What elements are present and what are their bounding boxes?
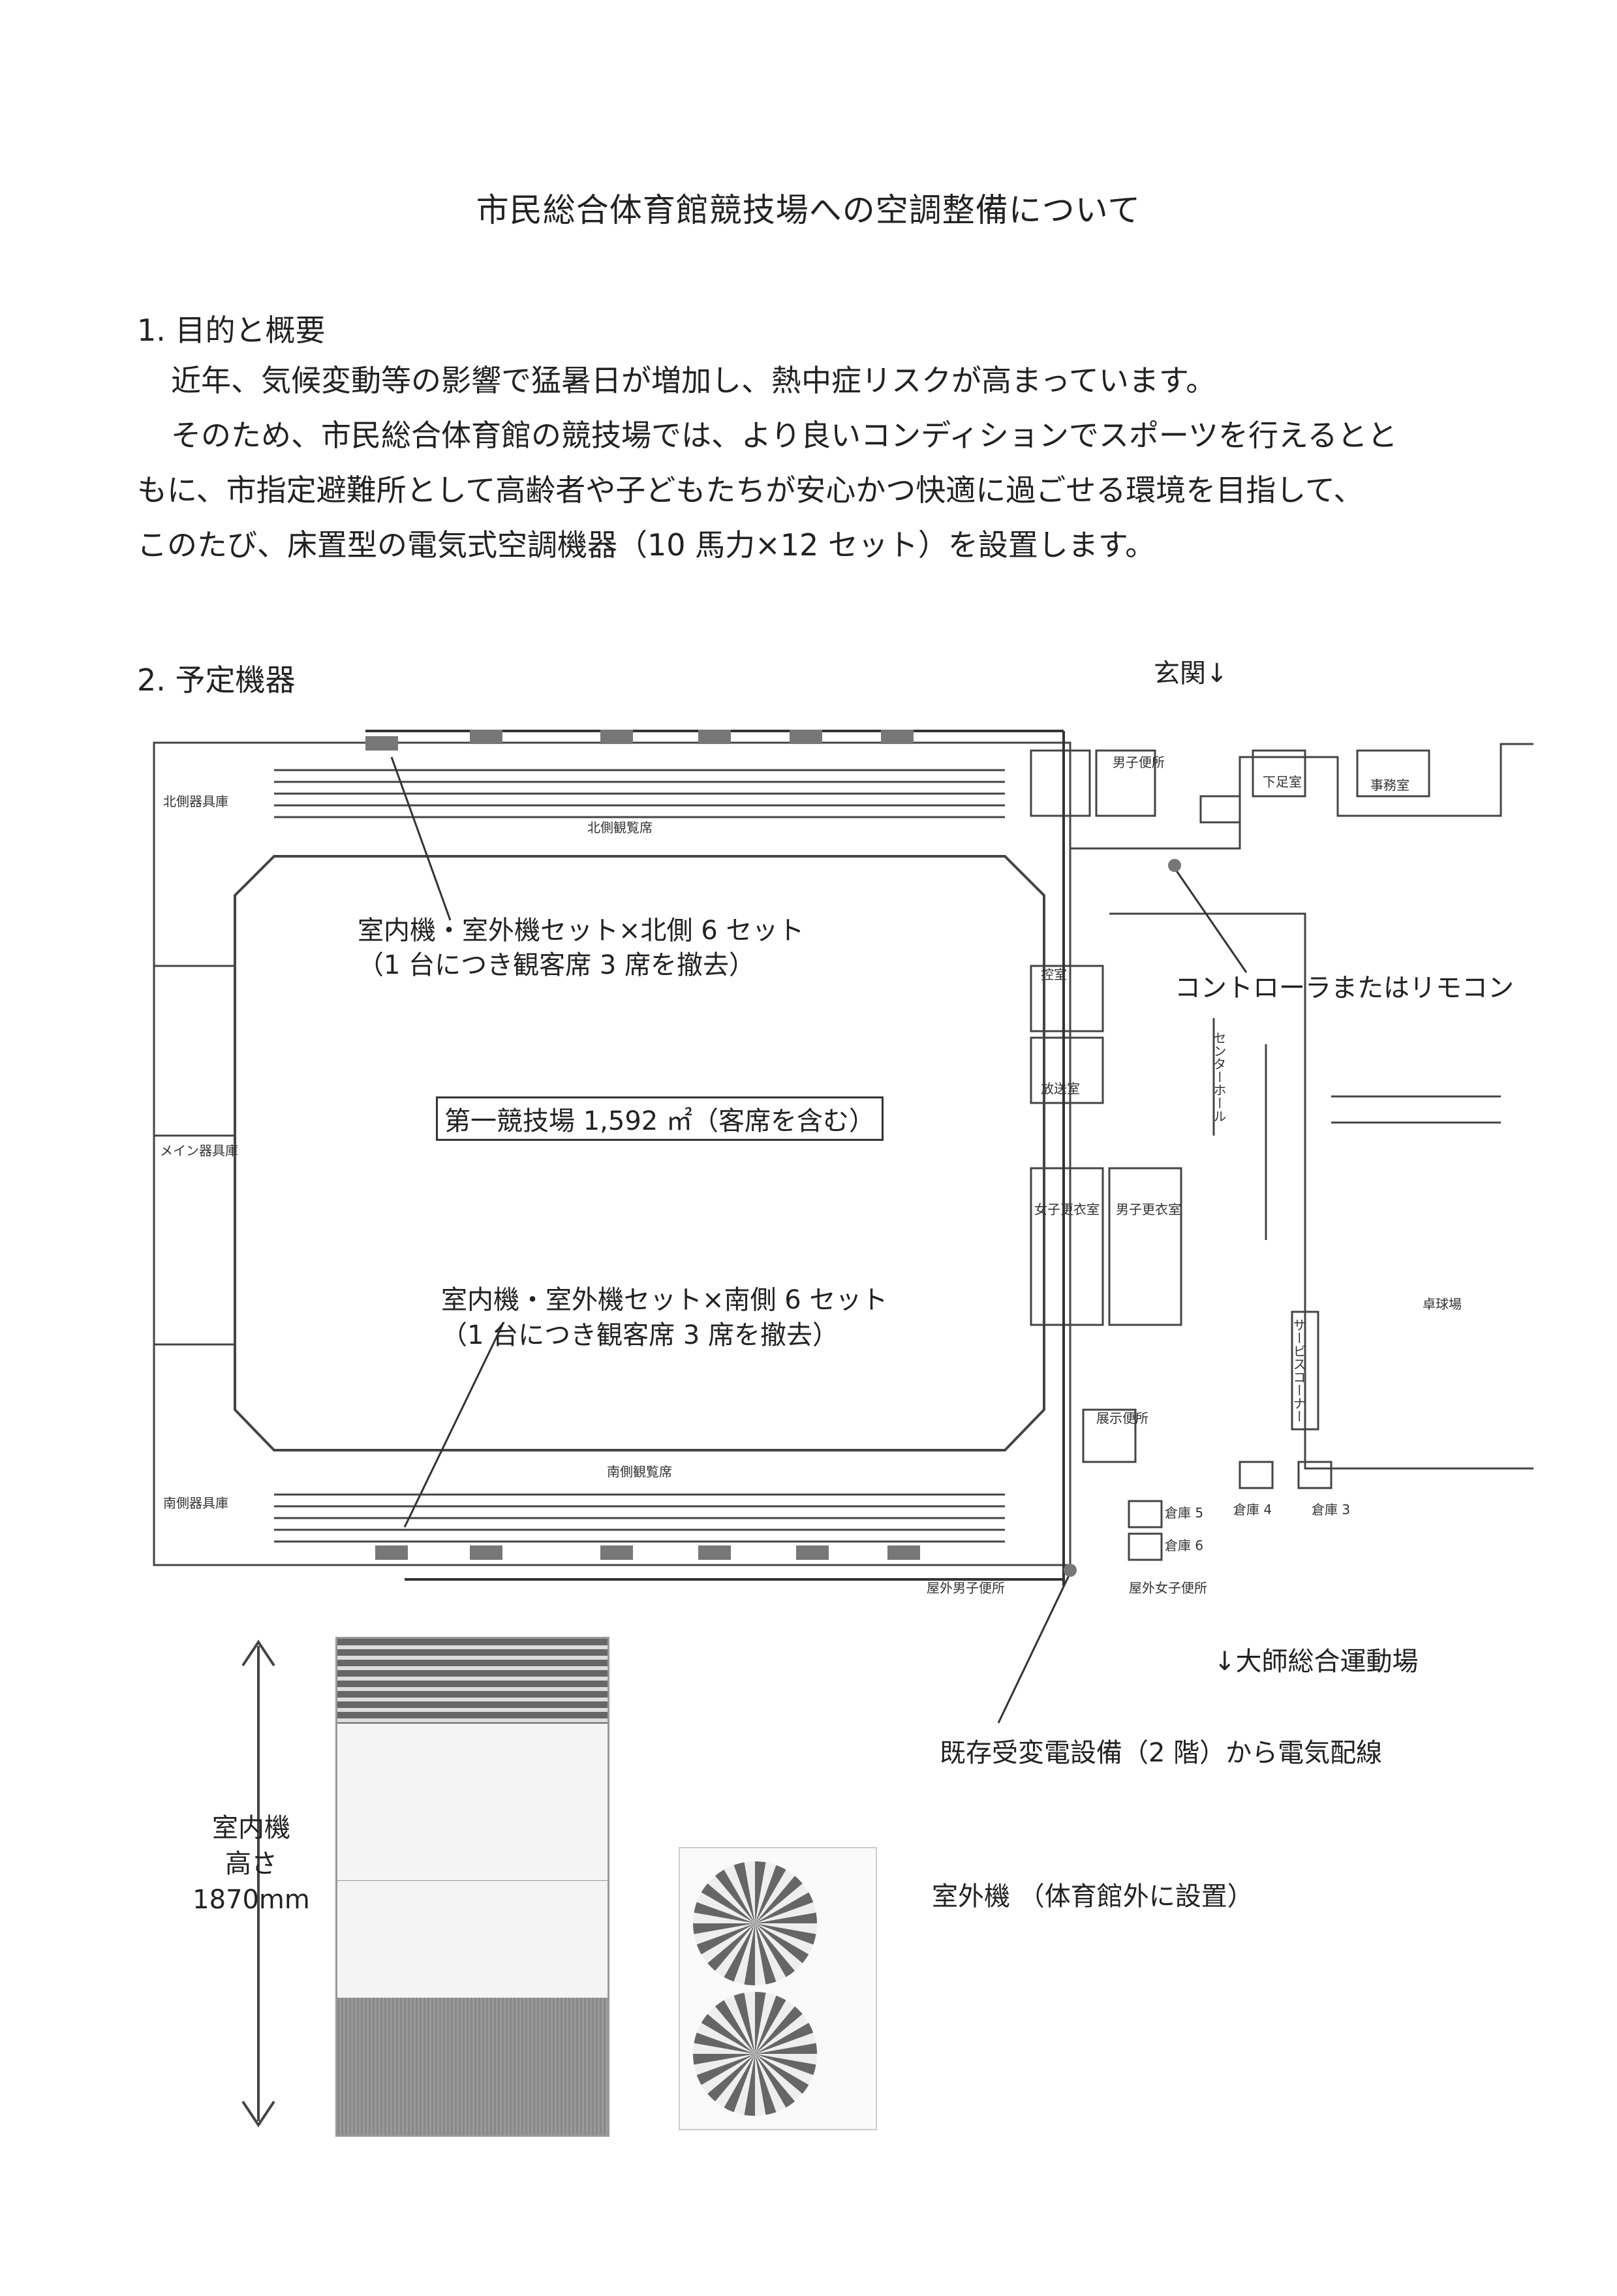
room-south-stand: 南側観覧席 (607, 1464, 672, 1480)
south-units-note: （1 台につき観客席 3 席を撤去） (441, 1320, 839, 1350)
indoor-unit-image (335, 1637, 609, 2137)
room-office: 事務室 (1370, 777, 1409, 793)
room-lower: 下足室 (1263, 774, 1302, 790)
room-north-stand: 北側観覧席 (587, 820, 653, 835)
fan-icon (693, 1861, 817, 1985)
indoor-unit-divider (337, 1880, 608, 1881)
room-north-storage: 北側器具庫 (163, 794, 228, 809)
fan-icon (693, 1992, 817, 2116)
ground-label: ↓大師総合運動場 (1214, 1647, 1419, 1677)
room-service-corner: サービスコーナー (1291, 1318, 1306, 1423)
room-outdoor-mens-wc: 屋外男子便所 (927, 1580, 1005, 1596)
controller-label: コントローラまたはリモコン (1175, 973, 1514, 1003)
room-mens-changing: 男子更衣室 (1116, 1202, 1181, 1217)
section1-heading: 1. 目的と概要 (137, 313, 326, 348)
room-storage6: 倉庫 6 (1165, 1538, 1203, 1553)
section1-line-2: そのため、市民総合体育館の競技場では、より良いコンディションでスポーツを行えると… (171, 418, 1398, 453)
entrance-label: 玄関↓ (1154, 659, 1228, 689)
section1-line-3: もに、市指定避難所として高齢者や子どもたちが安心かつ快適に過ごせる環境を目指して… (137, 473, 1364, 508)
north-units-note: （1 台につき観客席 3 席を撤去） (358, 950, 756, 980)
north-units-label: 室内機・室外機セット×北側 6 セット (358, 916, 805, 946)
indoor-unit-grille-bottom (337, 1998, 608, 2135)
room-b: 放送室 (1041, 1081, 1080, 1096)
south-units-label: 室内機・室外機セット×南側 6 セット (441, 1285, 888, 1315)
room-main-storage: メイン器具庫 (160, 1143, 238, 1158)
room-outdoor-womens-wc: 屋外女子便所 (1129, 1580, 1207, 1596)
indoor-unit-height-value: 1870mm (192, 1885, 310, 1915)
outdoor-unit-label: 室外機 （体育館外に設置） (932, 1882, 1254, 1912)
power-label: 既存受変電設備（2 階）から電気配線 (940, 1738, 1383, 1768)
outdoor-unit-image (679, 1847, 877, 2130)
indoor-unit-height-label: 高さ (225, 1849, 277, 1879)
room-center-hall: センターホール (1211, 1031, 1227, 1123)
room-storage4: 倉庫 4 (1233, 1502, 1272, 1517)
room-south-storage: 南側器具庫 (163, 1495, 228, 1511)
room-court: 卓球場 (1423, 1296, 1462, 1312)
room-storage3: 倉庫 3 (1312, 1502, 1350, 1517)
indoor-unit-label: 室内機 (212, 1813, 290, 1843)
section2-heading: 2. 予定機器 (137, 662, 296, 698)
room-a: 控室 (1041, 967, 1067, 982)
indoor-unit-grille-top (337, 1639, 608, 1724)
room-mens-wc: 男子便所 (1113, 754, 1165, 770)
section1-line-1: 近年、気候変動等の影響で猛暑日が増加し、熱中症リスクが高まっています。 (171, 363, 1216, 398)
room-storage5: 倉庫 5 (1165, 1505, 1203, 1521)
page-title: 市民総合体育館競技場への空調整備について (476, 191, 1141, 229)
room-exhibit: 展示便所 (1096, 1410, 1148, 1426)
section1-line-4: このたび、床置型の電気式空調機器（10 馬力×12 セット）を設置します。 (137, 527, 1156, 563)
arena-label: 第一競技場 1,592 ㎡（客席を含む） (436, 1096, 884, 1141)
room-womens-changing: 女子更衣室 (1034, 1202, 1100, 1217)
